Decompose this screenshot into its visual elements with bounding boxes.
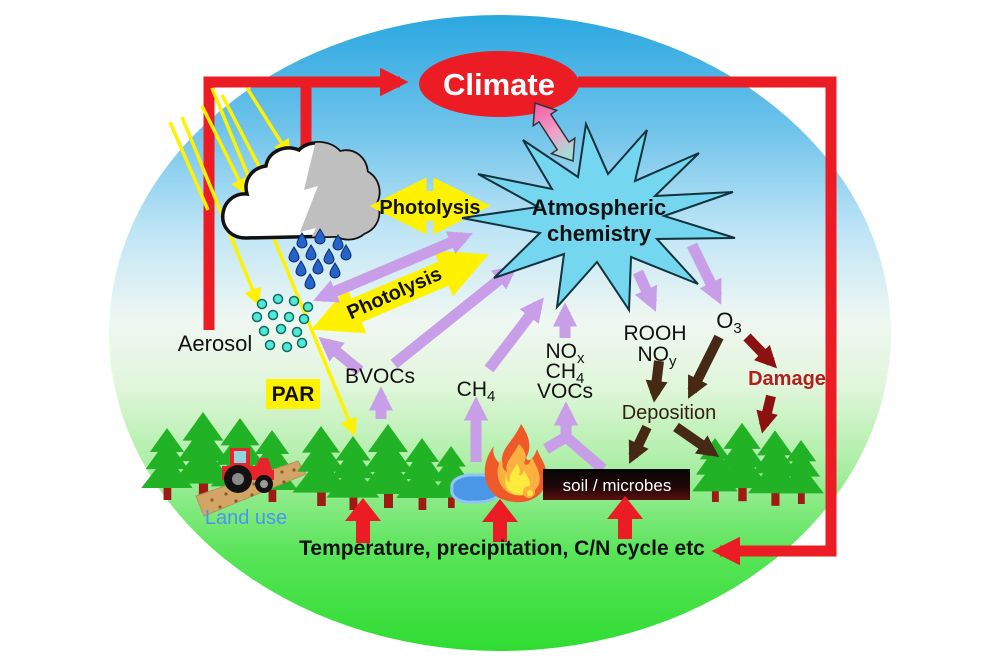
soil-microbes-label: soil / microbes bbox=[563, 476, 672, 495]
land-use-label: Land use bbox=[205, 507, 287, 529]
ch4-to-star-arrow bbox=[484, 297, 544, 373]
climate-chemistry-double-arrow bbox=[532, 101, 576, 163]
sun-ray bbox=[220, 94, 269, 184]
tractor-icon bbox=[222, 448, 274, 493]
aerosol-star-double-arrow bbox=[313, 231, 473, 303]
driver-arrow-soil bbox=[607, 496, 643, 539]
driver-arrows bbox=[345, 496, 643, 543]
loop-right-segment bbox=[578, 76, 837, 566]
sun-ray-to-aerosol bbox=[180, 116, 261, 307]
sun-rays bbox=[168, 87, 357, 437]
par-ray-to-trees bbox=[210, 87, 357, 437]
bvocs-label: BVOCs bbox=[345, 365, 415, 388]
atmospheric-chemistry-label-line1: Atmospheric bbox=[532, 195, 666, 220]
climate-label: Climate bbox=[443, 67, 555, 102]
driver-arrow-trees bbox=[345, 498, 381, 543]
sun-ray bbox=[245, 87, 291, 158]
deposition-arrows bbox=[628, 334, 724, 464]
drivers-label: Temperature, precipitation, C/N cycle et… bbox=[299, 537, 705, 560]
deposition-to-trees-arrow bbox=[673, 422, 720, 458]
bvocs-to-star-arrow bbox=[390, 264, 518, 369]
sun-ray bbox=[168, 121, 210, 211]
aerosol-label: Aerosol bbox=[178, 331, 253, 356]
par-node: PAR bbox=[266, 379, 320, 409]
o3-to-deposition-arrow bbox=[687, 334, 724, 399]
vocs-label: VOCs bbox=[537, 380, 593, 403]
damage-to-trees-arrow bbox=[756, 394, 778, 434]
purple-flux-arrows bbox=[313, 231, 722, 474]
deposition-to-soil-arrow bbox=[628, 424, 652, 464]
atmospheric-chemistry-node: Atmospheric chemistry bbox=[461, 120, 736, 314]
driver-arrow-fire bbox=[482, 499, 518, 542]
aerosol-particles bbox=[251, 293, 314, 353]
soil-microbes-node: soil / microbes bbox=[543, 469, 690, 500]
noy-to-deposition-arrow bbox=[645, 360, 668, 403]
star-to-rooh-arrow bbox=[632, 269, 658, 312]
o3-to-damage-arrow bbox=[743, 333, 778, 369]
nox-label: NOx bbox=[546, 340, 586, 367]
noy-label: NOy bbox=[638, 343, 678, 370]
rooh-label: ROOH bbox=[624, 322, 687, 345]
climate-node: Climate bbox=[419, 51, 579, 117]
bvocs-to-aerosol-arrow bbox=[318, 336, 364, 376]
star-to-o3-arrow bbox=[687, 242, 722, 305]
damage-arrows bbox=[743, 333, 778, 434]
ch4-label: CH4 bbox=[457, 378, 496, 405]
loop-left-segment bbox=[203, 67, 409, 330]
atmospheric-chemistry-label-line2: chemistry bbox=[547, 221, 652, 246]
fire-soil-to-nox-y-arrow bbox=[543, 401, 607, 474]
photolysis-upper-label: Photolysis bbox=[379, 197, 480, 219]
fire-icon bbox=[484, 424, 547, 503]
par-label: PAR bbox=[272, 383, 315, 406]
starburst-shape bbox=[461, 120, 736, 314]
sun-ray bbox=[200, 105, 247, 196]
land-use-node: Land use bbox=[195, 448, 307, 529]
o3-label: O3 bbox=[716, 308, 741, 337]
damage-label: Damage bbox=[748, 368, 826, 390]
climate-feedback-loop bbox=[203, 67, 837, 566]
deposition-label: Deposition bbox=[622, 402, 717, 424]
climate-ellipse bbox=[419, 51, 579, 117]
ch4-stack-label: CH4 bbox=[546, 360, 585, 387]
